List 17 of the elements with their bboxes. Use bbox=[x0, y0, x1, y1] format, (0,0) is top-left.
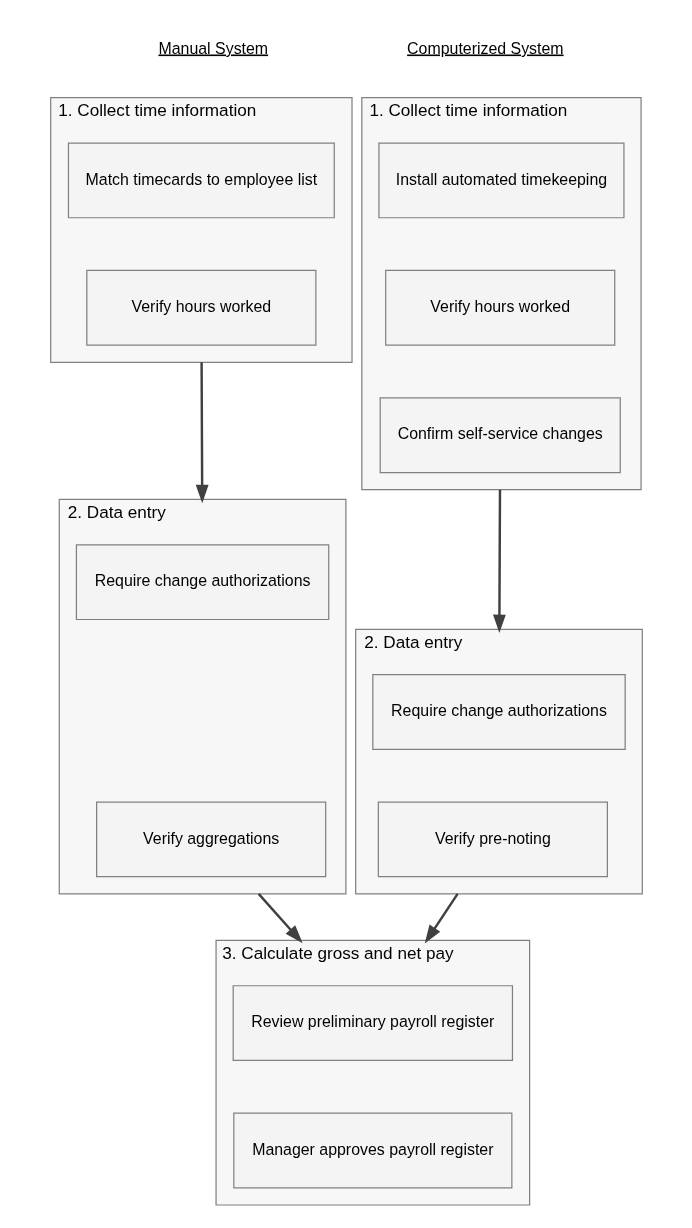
arrow bbox=[257, 893, 303, 944]
node-box: Verify pre-noting bbox=[377, 801, 608, 878]
node-box: Confirm self-service changes bbox=[379, 397, 621, 474]
label: Manual System bbox=[157, 39, 268, 57]
node-box: Manager approves payroll register bbox=[232, 1112, 512, 1189]
node-box: Verify hours worked bbox=[85, 269, 316, 346]
node-box: Require change authorizations bbox=[371, 674, 626, 750]
node-box: Require change authorizations bbox=[75, 544, 329, 621]
arrow bbox=[492, 489, 506, 633]
arrow bbox=[424, 893, 459, 944]
node-box: Match timecards to employee list bbox=[67, 142, 335, 219]
node-box: Verify aggregations bbox=[95, 801, 326, 878]
node-box: Install automated timekeeping bbox=[377, 142, 625, 219]
arrow bbox=[195, 362, 209, 504]
node-box: Verify hours worked bbox=[384, 269, 615, 346]
label: Computerized System bbox=[406, 39, 564, 57]
node-box: Review preliminary payroll register bbox=[232, 985, 513, 1062]
